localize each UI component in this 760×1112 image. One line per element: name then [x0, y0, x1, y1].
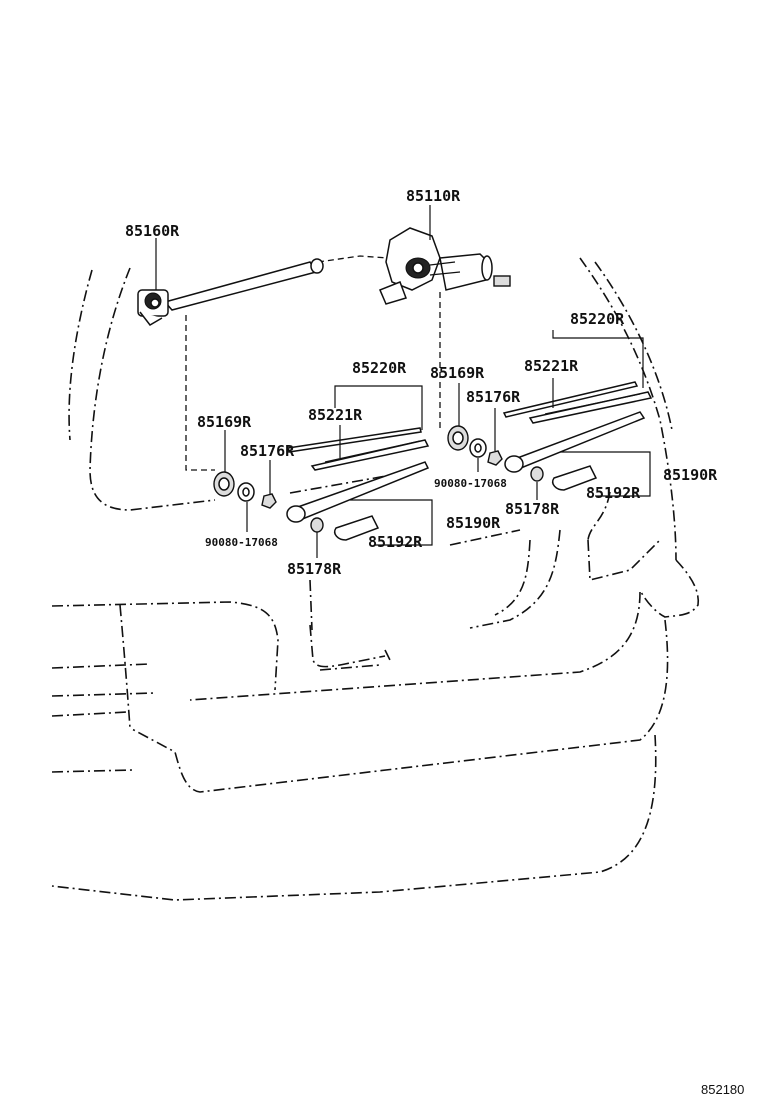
- label-washer-right: 90080-17068: [434, 477, 507, 490]
- label-pivot-cap-right: 85169R: [430, 364, 485, 382]
- label-motor: 85110R: [406, 187, 461, 205]
- label-link: 85160R: [125, 222, 180, 240]
- assembly-guide-lines: [185, 255, 441, 471]
- label-blade-assy-right: 85220R: [570, 310, 625, 328]
- label-washer-left: 90080-17068: [205, 536, 278, 549]
- wiper-link-part: [137, 258, 324, 326]
- right-wiper-assembly: [447, 381, 653, 491]
- diagram-code: 852180: [701, 1082, 744, 1097]
- label-arm-left: 85190R: [446, 514, 501, 532]
- label-blade-refill-left: 85221R: [308, 406, 363, 424]
- label-nut-left: 85176R: [240, 442, 295, 460]
- label-pivot-cap-left: 85169R: [197, 413, 252, 431]
- label-nut-cap-left: 85178R: [287, 560, 342, 578]
- part-labels: 85110R 85160R 85220R 85221R 85169R 85176…: [125, 187, 744, 1097]
- label-arm-right: 85190R: [663, 466, 718, 484]
- label-head-cover-right: 85192R: [586, 484, 641, 502]
- vehicle-body-outline: [51, 257, 700, 901]
- leader-lines: [155, 205, 651, 558]
- label-head-cover-left: 85192R: [368, 533, 423, 551]
- label-nut-right: 85176R: [466, 388, 521, 406]
- wiper-motor-part: [379, 227, 511, 305]
- label-blade-assy-left: 85220R: [352, 359, 407, 377]
- left-wiper-assembly: [213, 427, 430, 541]
- label-nut-cap-right: 85178R: [505, 500, 560, 518]
- label-blade-refill-right: 85221R: [524, 357, 579, 375]
